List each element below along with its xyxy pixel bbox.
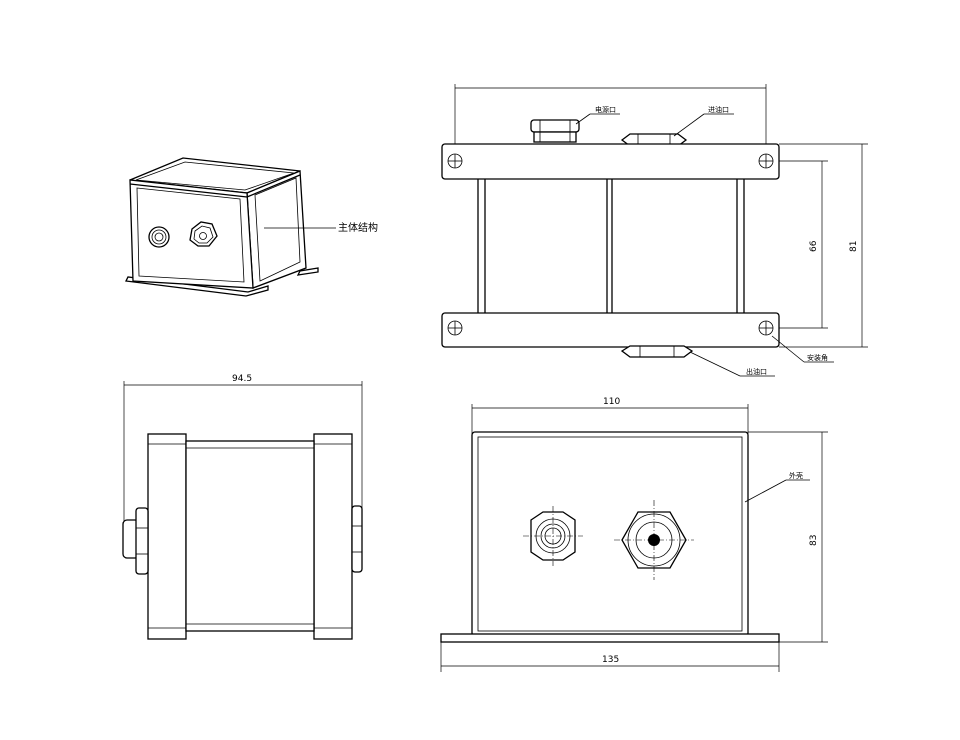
top-view	[441, 84, 868, 377]
label-oil-inlet: 进油口	[708, 105, 729, 114]
dim-front-width: 110	[603, 397, 620, 407]
label-mount-foot: 安装角	[807, 353, 828, 362]
dim-front-height: 83	[809, 535, 819, 546]
label-oil-outlet: 出油口	[746, 367, 767, 376]
dim-side-width: 94.5	[232, 374, 252, 384]
label-main-structure: 主体结构	[338, 221, 378, 234]
front-view	[440, 404, 828, 672]
dim-base-width: 135	[602, 655, 619, 665]
side-view	[122, 381, 363, 640]
label-power-port: 电源口	[595, 105, 616, 114]
label-housing: 外壳	[789, 471, 803, 480]
isometric-view	[125, 157, 336, 297]
dim-top-outer-height: 81	[849, 241, 859, 252]
dim-top-inner-height: 66	[809, 240, 819, 252]
